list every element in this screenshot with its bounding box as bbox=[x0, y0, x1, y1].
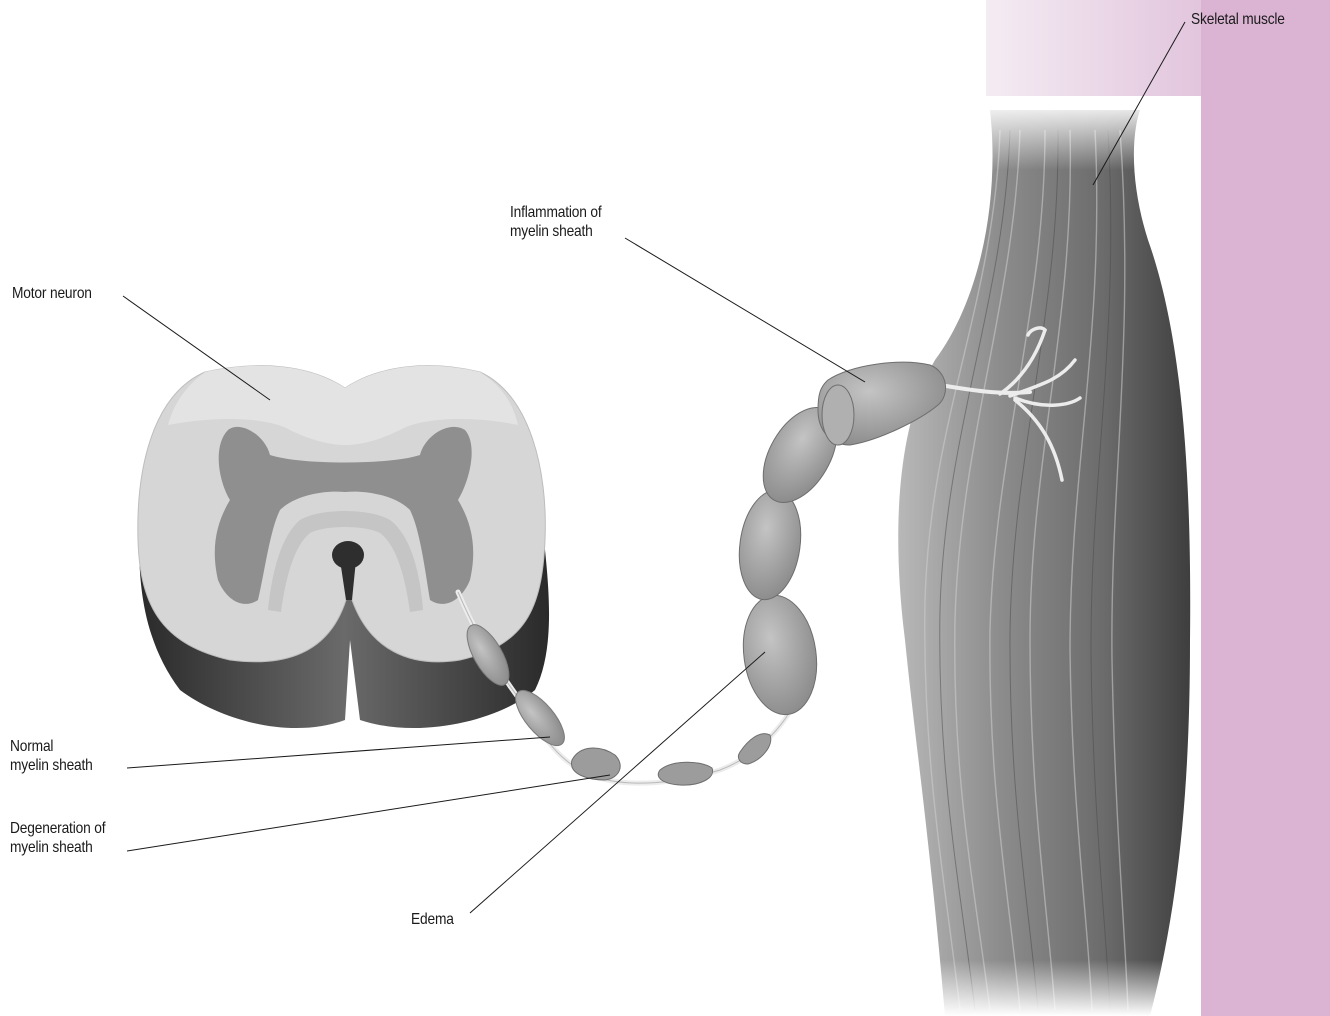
label-degeneration-of-myelin-sheath: Degeneration of myelin sheath bbox=[10, 819, 105, 857]
label-inflammation-of-myelin-sheath: Inflammation of myelin sheath bbox=[510, 203, 601, 241]
label-skeletal-muscle: Skeletal muscle bbox=[1191, 10, 1285, 29]
label-normal-myelin-sheath: Normal myelin sheath bbox=[10, 737, 93, 775]
label-motor-neuron: Motor neuron bbox=[12, 284, 92, 303]
leader-degeneration bbox=[127, 775, 610, 851]
skeletal-muscle bbox=[898, 100, 1200, 1016]
label-edema: Edema bbox=[411, 910, 454, 929]
degenerated-myelin-sheath bbox=[572, 734, 771, 785]
leader-inflammation bbox=[625, 238, 865, 382]
leader-normal bbox=[127, 737, 550, 768]
